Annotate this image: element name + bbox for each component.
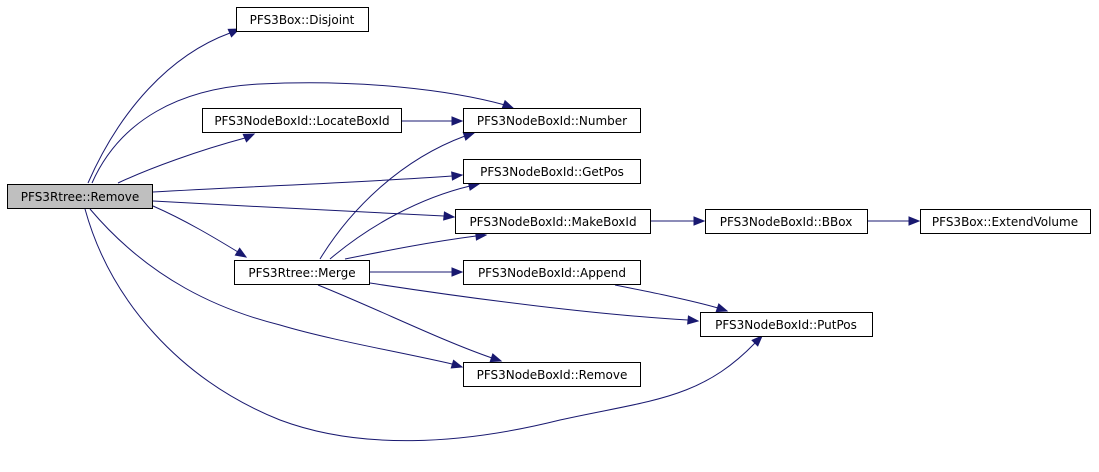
edge-pfs3rtree-remove-to-pfs3rtree-merge-arrowhead [234, 247, 248, 258]
edge-pfs3rtree-remove-to-pfs3rtree-merge-line [152, 205, 247, 258]
node-pfs3nodeboxid-bbox[interactable]: PFS3NodeBoxId::BBox [705, 209, 868, 234]
edge-pfs3rtree-remove-to-pfs3rtree-merge [152, 205, 248, 258]
node-label-pfs3nodeboxid-putpos: PFS3NodeBoxId::PutPos [715, 318, 857, 332]
edge-pfs3rtree-merge-to-pfs3nodeboxid-append [370, 267, 464, 277]
node-label-pfs3nodeboxid-remove: PFS3NodeBoxId::Remove [477, 368, 628, 382]
edge-pfs3rtree-merge-to-pfs3nodeboxid-number-line [319, 132, 475, 260]
node-label-pfs3nodeboxid-getpos: PFS3NodeBoxId::GetPos [480, 165, 624, 179]
edge-pfs3nodeboxid-bbox-to-pfs3box-extendvolume-arrowhead [908, 216, 921, 226]
edge-pfs3rtree-remove-to-pfs3nodeboxid-number-line [91, 82, 514, 184]
node-pfs3rtree-merge[interactable]: PFS3Rtree::Merge [234, 260, 370, 285]
node-pfs3nodeboxid-remove[interactable]: PFS3NodeBoxId::Remove [463, 362, 641, 387]
edge-pfs3rtree-merge-to-pfs3nodeboxid-remove [317, 284, 503, 363]
node-pfs3nodeboxid-locateboxid[interactable]: PFS3NodeBoxId::LocateBoxId [202, 108, 402, 133]
edge-pfs3nodeboxid-append-to-pfs3nodeboxid-putpos-arrowhead [715, 303, 729, 313]
edge-pfs3rtree-remove-to-pfs3nodeboxid-locateboxid [117, 133, 256, 184]
edge-pfs3rtree-merge-to-pfs3nodeboxid-append-arrowhead [451, 267, 464, 277]
edge-pfs3rtree-merge-to-pfs3nodeboxid-remove-arrowhead [489, 353, 503, 363]
node-label-pfs3box-extendvolume: PFS3Box::ExtendVolume [932, 215, 1078, 229]
edge-pfs3rtree-merge-to-pfs3nodeboxid-putpos-arrowhead [687, 315, 700, 325]
edge-pfs3rtree-merge-to-pfs3nodeboxid-makeboxid-line [344, 234, 487, 260]
node-pfs3nodeboxid-getpos[interactable]: PFS3NodeBoxId::GetPos [463, 159, 641, 184]
node-label-pfs3nodeboxid-locateboxid: PFS3NodeBoxId::LocateBoxId [214, 114, 389, 128]
edge-pfs3rtree-remove-to-pfs3nodeboxid-putpos-line [84, 208, 763, 442]
node-label-pfs3nodeboxid-bbox: PFS3NodeBoxId::BBox [720, 215, 853, 229]
edge-pfs3rtree-merge-to-pfs3nodeboxid-getpos-line [329, 183, 480, 260]
node-label-pfs3nodeboxid-makeboxid: PFS3NodeBoxId::MakeBoxId [469, 215, 636, 229]
edge-pfs3rtree-merge-to-pfs3nodeboxid-putpos-line [369, 282, 699, 322]
edge-pfs3rtree-remove-to-pfs3nodeboxid-remove-line [89, 208, 463, 368]
edge-pfs3rtree-remove-to-pfs3nodeboxid-remove-arrowhead [450, 359, 464, 369]
edge-pfs3rtree-merge-to-pfs3nodeboxid-makeboxid [344, 231, 488, 260]
node-pfs3box-disjoint[interactable]: PFS3Box::Disjoint [236, 7, 369, 32]
edge-pfs3nodeboxid-makeboxid-to-pfs3nodeboxid-bbox [651, 216, 706, 226]
edge-pfs3rtree-remove-to-pfs3nodeboxid-remove [89, 208, 464, 369]
edge-pfs3rtree-remove-to-pfs3nodeboxid-getpos-arrowhead [451, 171, 464, 181]
edge-pfs3rtree-remove-to-pfs3nodeboxid-getpos [152, 171, 464, 193]
node-label-pfs3nodeboxid-number: PFS3NodeBoxId::Number [477, 114, 627, 128]
node-pfs3nodeboxid-append[interactable]: PFS3NodeBoxId::Append [463, 260, 641, 285]
edges-layer [84, 28, 921, 442]
edge-pfs3rtree-remove-to-pfs3nodeboxid-makeboxid-line [152, 200, 455, 218]
edge-pfs3nodeboxid-locateboxid-to-pfs3nodeboxid-number [402, 116, 464, 126]
edge-pfs3rtree-remove-to-pfs3box-disjoint [87, 28, 241, 184]
nodes-layer: PFS3Rtree::Remove PFS3Box::Disjoint PFS3… [7, 7, 1091, 387]
edge-pfs3rtree-merge-to-pfs3nodeboxid-number [319, 131, 476, 260]
edge-pfs3rtree-remove-to-pfs3nodeboxid-locateboxid-line [117, 133, 255, 184]
edge-pfs3rtree-remove-to-pfs3nodeboxid-putpos [84, 208, 763, 442]
node-pfs3box-extendvolume[interactable]: PFS3Box::ExtendVolume [920, 209, 1091, 234]
edge-pfs3nodeboxid-append-to-pfs3nodeboxid-putpos [614, 284, 729, 313]
node-label-pfs3rtree-remove: PFS3Rtree::Remove [21, 190, 139, 204]
edge-pfs3rtree-remove-to-pfs3nodeboxid-putpos-arrowhead [751, 335, 763, 347]
edge-pfs3nodeboxid-makeboxid-to-pfs3nodeboxid-bbox-arrowhead [693, 216, 706, 226]
node-pfs3nodeboxid-putpos[interactable]: PFS3NodeBoxId::PutPos [700, 312, 873, 337]
node-label-pfs3nodeboxid-append: PFS3NodeBoxId::Append [478, 266, 626, 280]
edge-pfs3rtree-merge-to-pfs3nodeboxid-putpos [369, 282, 700, 325]
edge-pfs3nodeboxid-append-to-pfs3nodeboxid-putpos-line [614, 284, 728, 312]
edge-pfs3rtree-remove-to-pfs3box-disjoint-line [87, 28, 240, 184]
node-pfs3rtree-remove: PFS3Rtree::Remove [7, 184, 153, 209]
edge-pfs3nodeboxid-bbox-to-pfs3box-extendvolume [868, 216, 921, 226]
edge-pfs3rtree-remove-to-pfs3nodeboxid-locateboxid-arrowhead [242, 133, 256, 143]
edge-pfs3rtree-remove-to-pfs3nodeboxid-makeboxid [152, 200, 456, 221]
node-pfs3nodeboxid-number[interactable]: PFS3NodeBoxId::Number [463, 108, 641, 133]
edge-pfs3rtree-remove-to-pfs3nodeboxid-makeboxid-arrowhead [443, 211, 456, 221]
edge-pfs3rtree-remove-to-pfs3nodeboxid-number-arrowhead [501, 99, 515, 109]
node-pfs3nodeboxid-makeboxid[interactable]: PFS3NodeBoxId::MakeBoxId [455, 209, 651, 234]
node-label-pfs3box-disjoint: PFS3Box::Disjoint [250, 13, 355, 27]
edge-pfs3rtree-remove-to-pfs3nodeboxid-getpos-line [152, 174, 463, 193]
edge-pfs3rtree-merge-to-pfs3nodeboxid-remove-line [317, 284, 502, 362]
node-label-pfs3rtree-merge: PFS3Rtree::Merge [248, 266, 355, 280]
edge-pfs3rtree-merge-to-pfs3nodeboxid-number-arrowhead [462, 131, 476, 141]
edge-pfs3nodeboxid-locateboxid-to-pfs3nodeboxid-number-arrowhead [451, 116, 464, 126]
